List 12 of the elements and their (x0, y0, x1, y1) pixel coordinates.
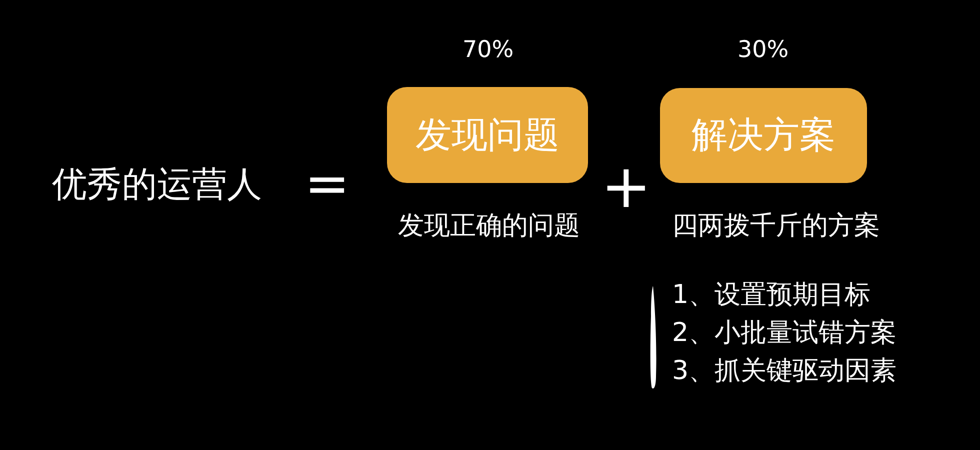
term-label: 优秀的运营人 (52, 165, 262, 206)
list-item: 3、抓关键驱动因素 (672, 357, 897, 387)
highlight-box: 发现问题 (387, 87, 588, 183)
percentage-label: 30% (738, 37, 789, 64)
highlight-box: 解决方案 (660, 88, 867, 183)
list-item: 1、设置预期目标 (672, 281, 871, 311)
list-item: 2、小批量试错方案 (672, 319, 897, 349)
equals-sign: = (304, 153, 350, 216)
caption-text: 发现正确的问题 (398, 212, 580, 242)
caption-text: 四两拨千斤的方案 (672, 212, 880, 242)
percentage-label: 70% (462, 37, 514, 64)
plus-sign: + (601, 153, 652, 222)
